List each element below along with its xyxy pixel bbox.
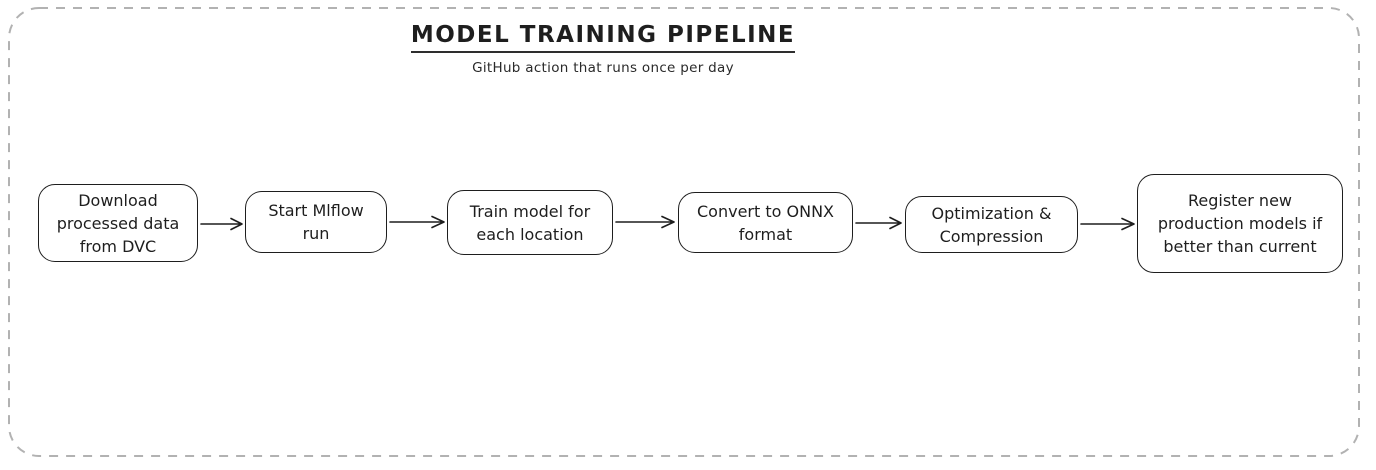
diagram-header: MODEL TRAINING PIPELINE GitHub action th…: [0, 22, 1206, 76]
arrow-icon: [1080, 217, 1135, 231]
dashed-frame-rect: [8, 7, 1360, 457]
step-label: Register new production models if better…: [1157, 191, 1323, 256]
pipeline-step-optimization: Optimization & Compression: [905, 196, 1078, 253]
arrow-icon: [389, 215, 445, 229]
step-label: Download processed data from DVC: [56, 190, 180, 256]
step-label: Train model for each location: [469, 201, 591, 244]
arrow-icon: [200, 217, 243, 231]
page-title: MODEL TRAINING PIPELINE: [410, 22, 796, 53]
arrow-icon: [855, 216, 902, 230]
pipeline-step-download-data: Download processed data from DVC: [38, 184, 198, 262]
pipeline-step-train-model: Train model for each location: [447, 190, 613, 255]
step-label: Convert to ONNX format: [697, 201, 834, 244]
pipeline-step-convert-onnx: Convert to ONNX format: [678, 192, 853, 253]
pipeline-step-register-models: Register new production models if better…: [1137, 174, 1343, 273]
page-subtitle: GitHub action that runs once per day: [472, 60, 734, 76]
pipeline-step-start-mlflow: Start Mlflow run: [245, 191, 387, 253]
step-label: Optimization & Compression: [931, 203, 1052, 246]
step-label: Start Mlflow run: [268, 201, 364, 243]
arrow-icon: [615, 215, 675, 229]
